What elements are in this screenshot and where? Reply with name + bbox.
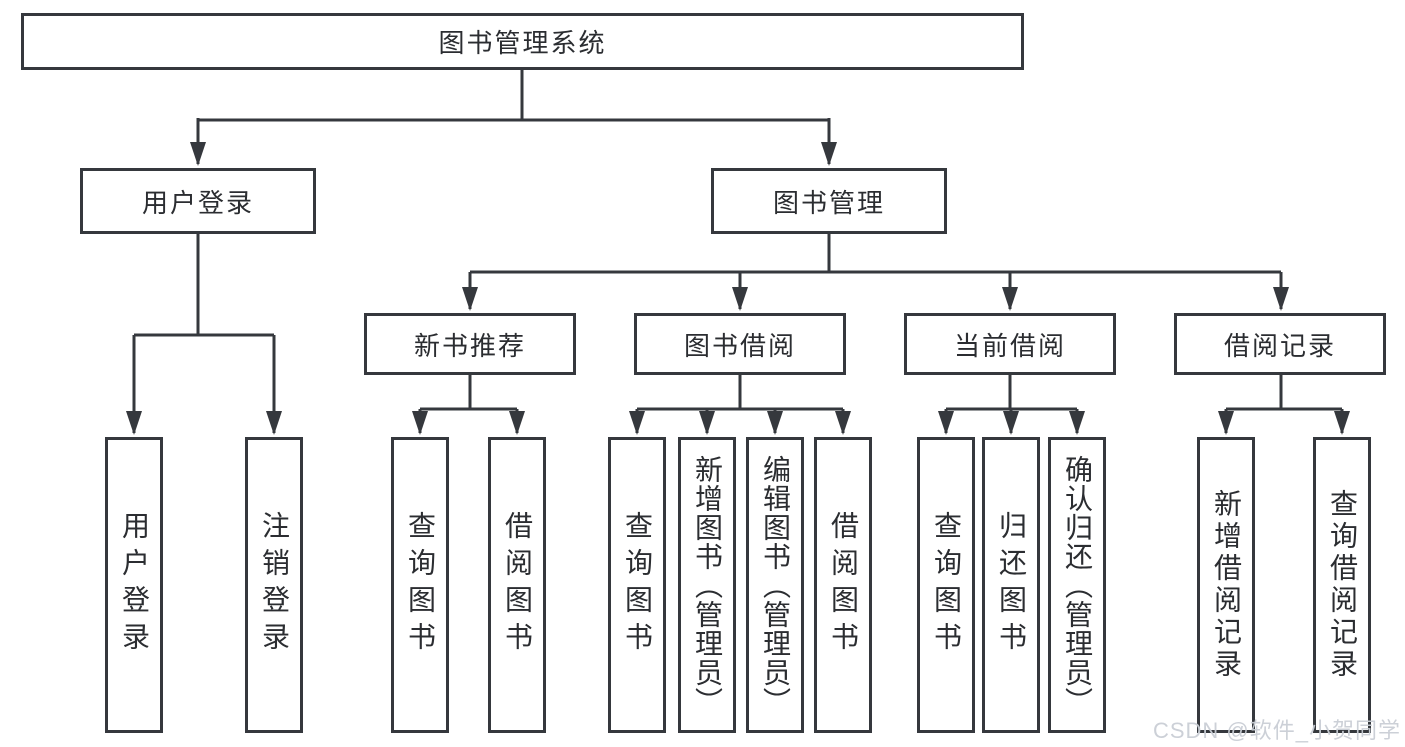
node-label: 图书管理系统	[438, 28, 607, 58]
node-borrowing-records: 借阅记录	[1174, 313, 1386, 375]
node-label: 用户登录	[141, 187, 254, 218]
node-leaf-query-borrow-record: 查询借阅记录	[1313, 437, 1371, 733]
node-leaf-user-login: 用户登录	[105, 437, 163, 733]
node-label: 图书借阅	[683, 330, 796, 361]
node-current-borrowing: 当前借阅	[904, 313, 1116, 375]
node-leaf-add-book-admin: 新增图书（管理员）	[678, 437, 736, 733]
node-label: 查询图书	[405, 511, 436, 659]
node-label: 新增借阅记录	[1211, 489, 1242, 681]
node-label: 新书推荐	[413, 330, 526, 361]
node-user-login: 用户登录	[80, 168, 316, 234]
node-label: 借阅图书	[502, 511, 533, 659]
tree-edge-arrows	[126, 118, 1350, 435]
node-label: 注销登录	[259, 511, 290, 659]
node-label: 图书管理	[772, 187, 885, 218]
node-label: 确认归还（管理员）	[1062, 454, 1093, 716]
node-label: 当前借阅	[953, 330, 1066, 361]
node-book-management: 图书管理	[711, 168, 947, 234]
node-library-management-system: 图书管理系统	[21, 13, 1024, 70]
node-leaf-search-books-borrow: 查询图书	[608, 437, 666, 733]
node-label: 查询图书	[931, 511, 962, 659]
node-leaf-search-books-recommend: 查询图书	[391, 437, 449, 733]
node-leaf-borrow-books-recommend: 借阅图书	[488, 437, 546, 733]
csdn-watermark: CSDN @软件_小贺同学	[1152, 718, 1401, 743]
node-leaf-return-book: 归还图书	[982, 437, 1040, 733]
node-label: 查询借阅记录	[1327, 489, 1358, 681]
node-leaf-borrow-books: 借阅图书	[814, 437, 872, 733]
node-label: 用户登录	[119, 511, 150, 659]
node-label: 新增图书（管理员）	[692, 454, 723, 716]
node-label: 借阅图书	[828, 511, 859, 659]
node-leaf-logout: 注销登录	[245, 437, 303, 733]
tree-edge-trunks	[134, 70, 1342, 411]
node-label: 查询图书	[622, 511, 653, 659]
node-leaf-add-borrow-record: 新增借阅记录	[1197, 437, 1255, 733]
node-leaf-edit-book-admin: 编辑图书（管理员）	[746, 437, 804, 733]
node-book-borrowing: 图书借阅	[634, 313, 846, 375]
node-leaf-search-books-current: 查询图书	[917, 437, 975, 733]
node-leaf-confirm-return-admin: 确认归还（管理员）	[1048, 437, 1106, 733]
node-label: 归还图书	[996, 511, 1027, 659]
node-new-book-recommend: 新书推荐	[364, 313, 576, 375]
node-label: 借阅记录	[1223, 330, 1336, 361]
node-label: 编辑图书（管理员）	[760, 454, 791, 716]
